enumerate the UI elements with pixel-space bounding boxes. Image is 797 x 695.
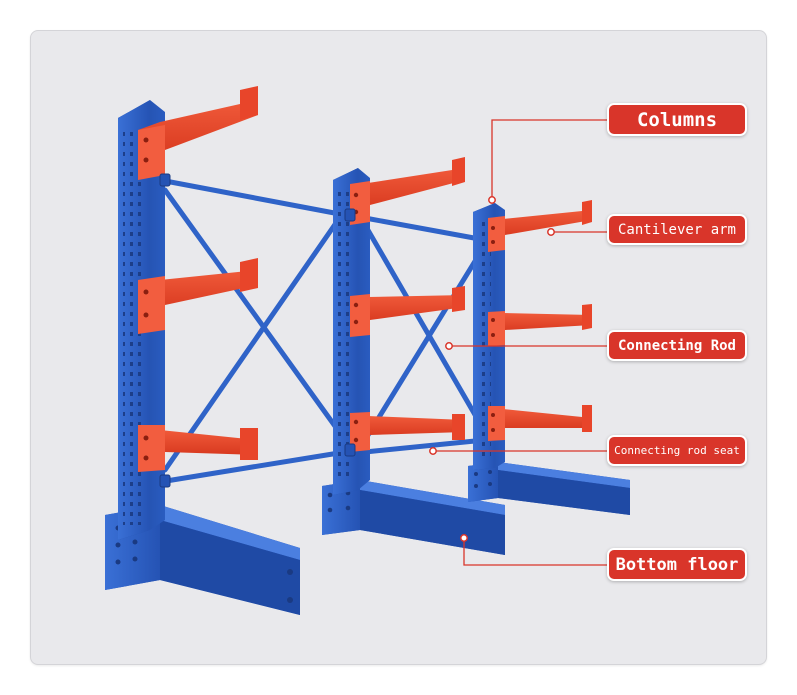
arm-1-bottom (138, 425, 258, 472)
connecting-rods (157, 177, 488, 485)
column-2 (322, 168, 505, 555)
leader-dot-floor (460, 534, 468, 542)
cantilever-arms (138, 86, 592, 472)
label-connecting-rod-seat: Connecting rod seat (607, 435, 747, 466)
arm-1-middle (138, 258, 258, 334)
leader-dot-rod (445, 342, 453, 350)
label-connecting-rod: Connecting Rod (607, 330, 747, 361)
label-cantilever-arm: Cantilever arm (607, 214, 747, 245)
leader-lines (433, 119, 607, 566)
leader-dot-arm (547, 228, 555, 236)
arm-3-middle (488, 304, 592, 346)
leader-dot-seat (429, 447, 437, 455)
arm-2-middle (350, 286, 465, 337)
label-bottom-floor: Bottom floor (607, 548, 747, 581)
arm-1-top (138, 86, 258, 180)
arm-3-bottom (488, 405, 592, 441)
leader-dots (429, 196, 555, 542)
leader-dot-columns (488, 196, 496, 204)
label-columns: Columns (607, 103, 747, 136)
column-1 (105, 100, 300, 615)
connecting-rod-seats (159, 173, 356, 488)
arm-2-bottom (350, 412, 465, 452)
arm-2-top (350, 157, 465, 225)
arm-3-top (488, 200, 592, 252)
